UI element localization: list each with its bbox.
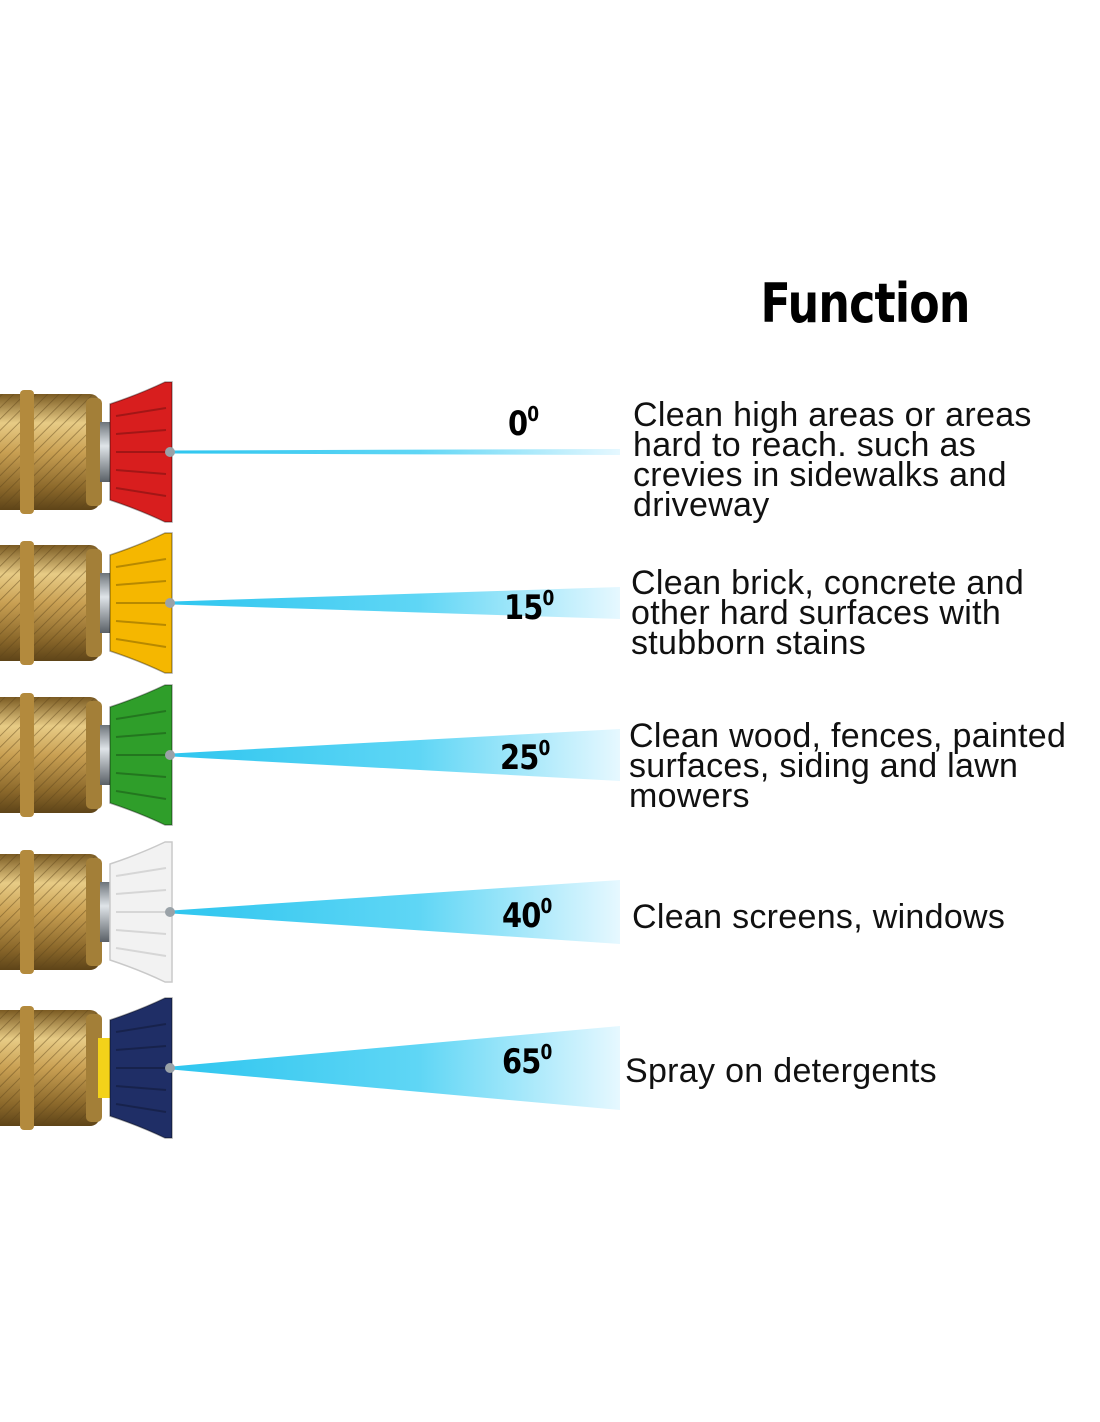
tip-ridge bbox=[115, 710, 167, 720]
tip-ridge bbox=[115, 867, 167, 877]
coupler-knurling bbox=[0, 854, 100, 970]
angle-value: 15 bbox=[504, 588, 543, 628]
coupler-collar bbox=[86, 701, 102, 809]
nozzle-row-25 bbox=[0, 684, 620, 826]
angle-label-15: 150 bbox=[504, 586, 555, 628]
nozzle-orifice bbox=[165, 750, 175, 760]
angle-label-65: 650 bbox=[502, 1040, 553, 1082]
tip-ridge bbox=[115, 1085, 167, 1091]
nozzle-row-40 bbox=[0, 841, 620, 983]
nozzle-tip-navy bbox=[109, 997, 173, 1139]
tip-ridge bbox=[115, 1023, 167, 1033]
description-line: other hard surfaces with bbox=[631, 594, 1002, 632]
description-line: crevies in sidewalks and bbox=[633, 456, 1007, 494]
spray-cone-25 bbox=[172, 729, 620, 781]
nozzle-row-0 bbox=[0, 381, 620, 523]
description-line: stubborn stains bbox=[631, 624, 867, 662]
description-65: Spray on detergents bbox=[625, 1052, 937, 1090]
degree-symbol: 0 bbox=[527, 402, 539, 426]
angle-value: 65 bbox=[502, 1042, 541, 1082]
nozzle-orifice bbox=[165, 598, 175, 608]
nozzle-row-65 bbox=[0, 997, 620, 1139]
coupler-knurling bbox=[0, 394, 100, 510]
tip-ridge bbox=[115, 429, 167, 435]
coupler-ring bbox=[20, 850, 34, 974]
description-line: mowers bbox=[629, 777, 750, 815]
nozzle-orifice bbox=[165, 447, 175, 457]
angle-value: 40 bbox=[502, 896, 541, 936]
degree-symbol: 0 bbox=[540, 1040, 553, 1064]
angle-value: 0 bbox=[508, 404, 528, 444]
description-line: Clean wood, fences, painted bbox=[629, 717, 1067, 755]
nozzle-tip-red bbox=[109, 381, 173, 523]
coupler-ring bbox=[20, 541, 34, 665]
spray-cone-15 bbox=[172, 587, 620, 619]
degree-symbol: 0 bbox=[540, 894, 553, 918]
tip-ridge bbox=[115, 487, 167, 497]
tip-ridge bbox=[115, 469, 167, 475]
description-line: hard to reach. such as bbox=[633, 426, 977, 464]
tip-ridge bbox=[115, 620, 167, 626]
coupler-ring bbox=[20, 1006, 34, 1130]
nozzle-orifice bbox=[165, 1063, 175, 1073]
tip-ridge bbox=[115, 947, 167, 957]
angle-value: 25 bbox=[500, 738, 539, 778]
coupler-collar bbox=[86, 549, 102, 657]
description-15: Clean brick, concrete and other hard sur… bbox=[631, 564, 1025, 662]
description-line: driveway bbox=[633, 486, 770, 524]
tip-ridge bbox=[115, 732, 167, 738]
coupler-knurling bbox=[0, 697, 100, 813]
angle-label-0: 00 bbox=[508, 402, 539, 444]
description-25: Clean wood, fences, painted surfaces, si… bbox=[629, 717, 1067, 815]
tip-ridge bbox=[115, 772, 167, 778]
description-line: Clean high areas or areas bbox=[633, 396, 1032, 434]
description-line: Clean brick, concrete and bbox=[631, 564, 1025, 602]
coupler-collar bbox=[86, 398, 102, 506]
coupler-knurling bbox=[0, 545, 100, 661]
nozzle-tip-green bbox=[109, 684, 173, 826]
description-40: Clean screens, windows bbox=[632, 898, 1006, 936]
spray-cone-65 bbox=[172, 1026, 620, 1110]
nozzle-tip-yellow bbox=[109, 532, 173, 674]
coupler-knurling bbox=[0, 1010, 100, 1126]
tip-ridge bbox=[115, 889, 167, 895]
tip-ridge bbox=[115, 558, 167, 568]
spray-cone-0 bbox=[172, 449, 620, 455]
tip-ridge bbox=[115, 790, 167, 800]
degree-symbol: 0 bbox=[542, 586, 555, 610]
yellow-band bbox=[98, 1038, 112, 1098]
description-line: surfaces, siding and lawn bbox=[629, 747, 1019, 785]
degree-symbol: 0 bbox=[538, 736, 551, 760]
coupler-ring bbox=[20, 693, 34, 817]
coupler-collar bbox=[86, 858, 102, 966]
tip-ridge bbox=[115, 638, 167, 648]
description-line: Clean screens, windows bbox=[632, 898, 1006, 936]
description-line: Spray on detergents bbox=[625, 1052, 937, 1090]
tip-ridge bbox=[115, 580, 167, 586]
angle-label-25: 250 bbox=[500, 736, 551, 778]
tip-ridge bbox=[115, 929, 167, 935]
tip-ridge bbox=[115, 1103, 167, 1113]
description-0: Clean high areas or areas hard to reach.… bbox=[633, 396, 1032, 524]
nozzle-row-15 bbox=[0, 532, 620, 674]
tip-ridge bbox=[115, 407, 167, 417]
tip-ridge bbox=[115, 1045, 167, 1051]
coupler-ring bbox=[20, 390, 34, 514]
nozzle-orifice bbox=[165, 907, 175, 917]
page-title: Function bbox=[760, 272, 970, 335]
spray-cone-40 bbox=[172, 880, 620, 944]
angle-label-40: 400 bbox=[502, 894, 553, 936]
